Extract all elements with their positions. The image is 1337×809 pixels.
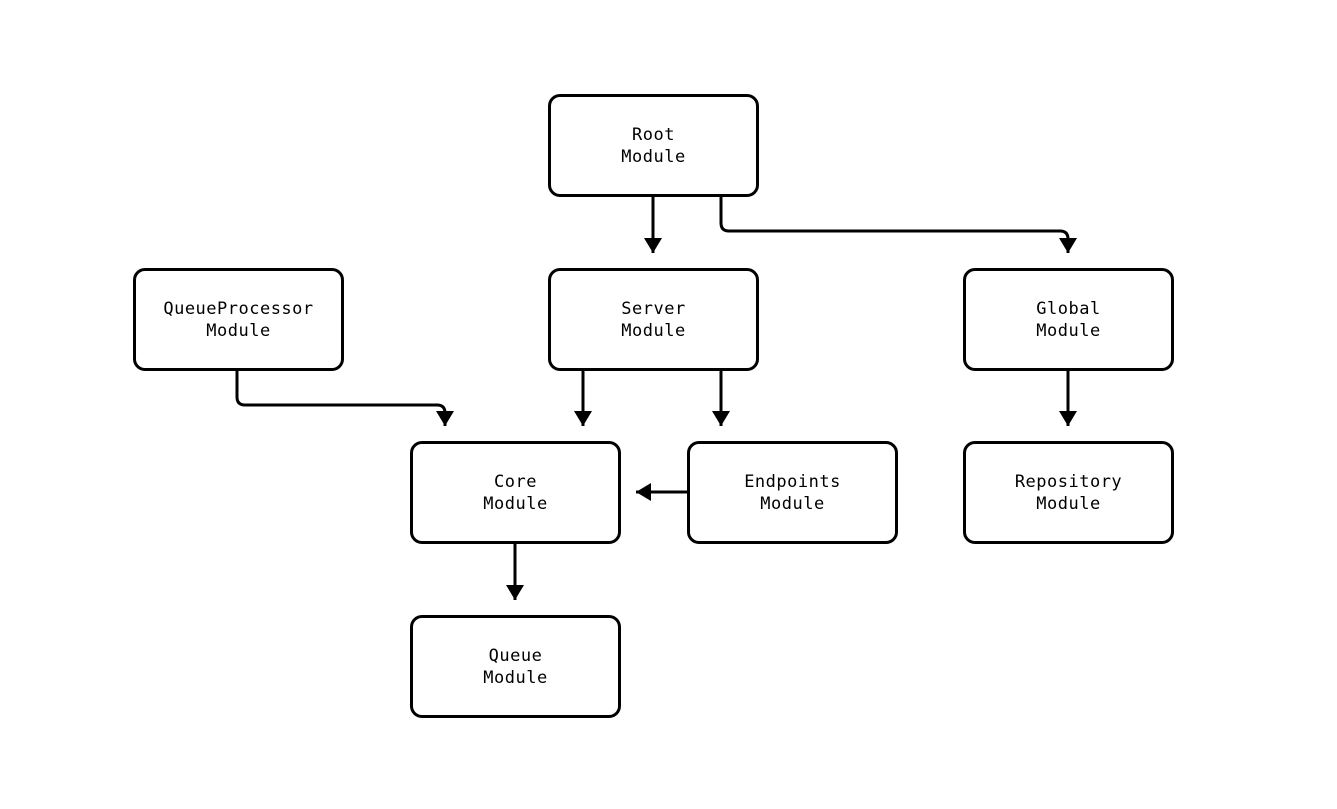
node-label-secondary: Module <box>760 493 825 514</box>
arrowhead-icon <box>636 483 651 501</box>
arrowhead-icon <box>712 411 730 426</box>
edge-core-to-queue <box>506 544 524 600</box>
node-label-secondary: Module <box>621 146 686 167</box>
edge-root-to-server <box>644 197 662 253</box>
edge-line <box>235 371 447 426</box>
node-label-primary: Core <box>494 471 537 492</box>
node-label-secondary: Module <box>1036 493 1101 514</box>
node-label-primary: Root <box>632 124 675 145</box>
node-label-secondary: Module <box>1036 320 1101 341</box>
node-label-secondary: Module <box>483 667 548 688</box>
edge-server-to-core <box>574 371 592 426</box>
node-label-secondary: Module <box>483 493 548 514</box>
arrowhead-icon <box>436 411 454 426</box>
edge-root-to-global <box>719 197 1077 253</box>
edge-endpoints-to-core <box>636 483 687 501</box>
arrowhead-icon <box>1059 238 1077 253</box>
edge-line <box>719 197 1070 253</box>
arrowhead-icon <box>644 238 662 253</box>
node-label-primary: Global <box>1036 298 1101 319</box>
edge-group <box>235 197 1077 600</box>
arrowhead-icon <box>1059 411 1077 426</box>
node-label-secondary: Module <box>206 320 271 341</box>
edge-queueprocessor-to-core <box>235 371 454 426</box>
node-label-secondary: Module <box>621 320 686 341</box>
node-label-primary: QueueProcessor <box>163 298 314 319</box>
arrowhead-icon <box>574 411 592 426</box>
node-label-primary: Repository <box>1014 471 1123 492</box>
edge-global-to-repository <box>1059 371 1077 426</box>
arrowhead-icon <box>506 585 524 600</box>
node-label-primary: Server <box>621 298 686 319</box>
node-label-primary: Queue <box>488 645 543 666</box>
edge-server-to-endpoints <box>712 371 730 426</box>
node-label-primary: Endpoints <box>744 471 841 492</box>
